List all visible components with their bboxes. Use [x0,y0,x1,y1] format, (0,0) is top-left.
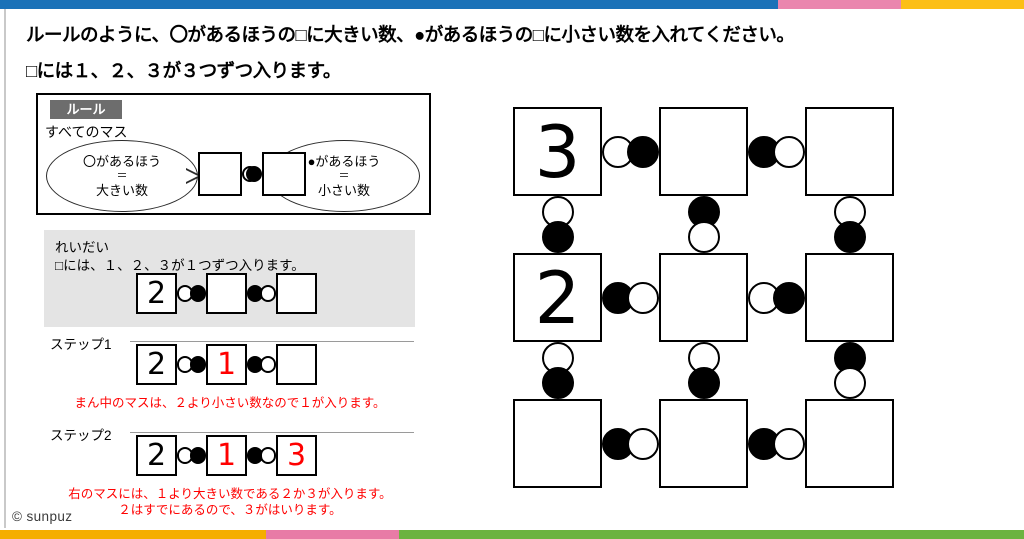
puzzle-v-connector-r1-c0-filled-marker-bottom [541,367,574,399]
rule-chip-label: ルール [50,100,122,119]
puzzle-h-connector-r1-c0-filled-marker-left [602,281,634,314]
step-1-cell-2[interactable] [276,344,317,385]
step-2-cell-2[interactable]: 3 [276,435,317,476]
bottom-color-bar [0,530,1024,539]
rule-demo-cell-right [262,152,306,196]
step-1-note: まん中のマスは、２より小さい数なので１が入ります。 [74,396,386,410]
rule-bubble-left-tail-inner [186,170,198,182]
copyright-text: © sunpuz [12,509,73,524]
bottombar-segment-2 [266,530,400,539]
step-2-note-line-2: ２はすでにあるので、３がはいります。 [118,503,342,517]
rule-bubble-right-line1: ●があるほう [307,153,381,169]
rule-bubble-left: 〇があるほう ＝ 大きい数 [46,140,198,212]
topbar-segment-2 [778,0,902,9]
example-text: □には、１、２、３が１つずつ入ります。 [55,258,305,273]
step-1-connector-0-filled-marker-right [189,356,206,373]
step-1-cell-0[interactable]: 2 [136,344,177,385]
puzzle-v-connector-r0-c2-open-marker-top [833,196,866,228]
puzzle-h-connector-r0-c0-filled-marker-right [627,135,659,168]
puzzle-v-connector-r1-c2-open-marker-bottom [833,367,866,399]
step-1-connector-1-open-marker-right [259,356,276,373]
example-cell-2[interactable] [276,273,317,314]
example-connector-0-filled-marker-right [189,285,206,302]
instruction-line-1: ルールのように、〇があるほうの□に大きい数、●があるほうの□に小さい数を入れてく… [26,24,795,45]
step-1-label: ステップ1 [50,337,112,352]
puzzle-cell-r1-c1[interactable] [659,253,748,342]
bottombar-segment-1 [0,530,267,539]
example-connector-1-open-marker-right [259,285,276,302]
step-2-connector-0-filled-marker-right [189,447,206,464]
bottombar-segment-3 [399,530,1024,539]
step-2-cell-0[interactable]: 2 [136,435,177,476]
example-cell-0[interactable]: 2 [136,273,177,314]
puzzle-h-connector-r0-c1-open-marker-right [773,135,805,168]
rule-demo-connector-filled-marker-right [246,166,262,182]
top-color-bar [0,0,1024,9]
puzzle-cell-r2-c0[interactable] [513,399,602,488]
puzzle-h-connector-r1-c0-open-marker-right [627,281,659,314]
topbar-segment-1 [0,0,779,9]
puzzle-v-connector-r0-c1-open-marker-bottom [687,221,720,253]
step-1-cell-1[interactable]: 1 [206,344,247,385]
rule-bubble-left-line1: 〇があるほう [82,153,161,169]
puzzle-cell-r2-c2[interactable] [805,399,894,488]
puzzle-cell-r1-c0[interactable]: 2 [513,253,602,342]
puzzle-cell-r2-c1[interactable] [659,399,748,488]
instruction-line-2: □には１、２、３が３つずつ入ります。 [26,60,341,81]
rule-bubble-left-line3: 大きい数 [95,182,148,198]
rule-demo-cell-left [198,152,242,196]
puzzle-h-connector-r2-c1-open-marker-right [773,427,805,460]
step-2-note-line-1: 右のマスには、１より大きい数である２か３が入ります。 [68,487,392,501]
example-title: れいだい [55,240,109,255]
puzzle-cell-r0-c2[interactable] [805,107,894,196]
puzzle-cell-r0-c1[interactable] [659,107,748,196]
puzzle-v-connector-r1-c1-filled-marker-bottom [687,367,720,399]
topbar-segment-3 [901,0,1024,9]
puzzle-v-connector-r0-c0-filled-marker-bottom [541,221,574,253]
puzzle-cell-r0-c0[interactable]: 3 [513,107,602,196]
rule-bubble-right-line2: ＝ [338,169,350,182]
step-2-cell-1[interactable]: 1 [206,435,247,476]
step-2-divider [130,432,414,433]
rule-subtitle: すべてのマス [45,124,128,140]
puzzle-v-connector-r0-c2-filled-marker-bottom [833,221,866,253]
step-1-divider [130,341,414,342]
step-2-connector-1-open-marker-right [259,447,276,464]
puzzle-cell-r1-c2[interactable] [805,253,894,342]
puzzle-h-connector-r2-c0-open-marker-right [627,427,659,460]
rule-bubble-left-line2: ＝ [116,169,128,182]
puzzle-h-connector-r1-c1-filled-marker-right [773,281,805,314]
example-cell-1[interactable] [206,273,247,314]
rule-bubble-right-line3: 小さい数 [317,182,370,198]
step-2-label: ステップ2 [50,428,112,443]
puzzle-h-connector-r1-c1-open-marker-left [748,281,780,314]
